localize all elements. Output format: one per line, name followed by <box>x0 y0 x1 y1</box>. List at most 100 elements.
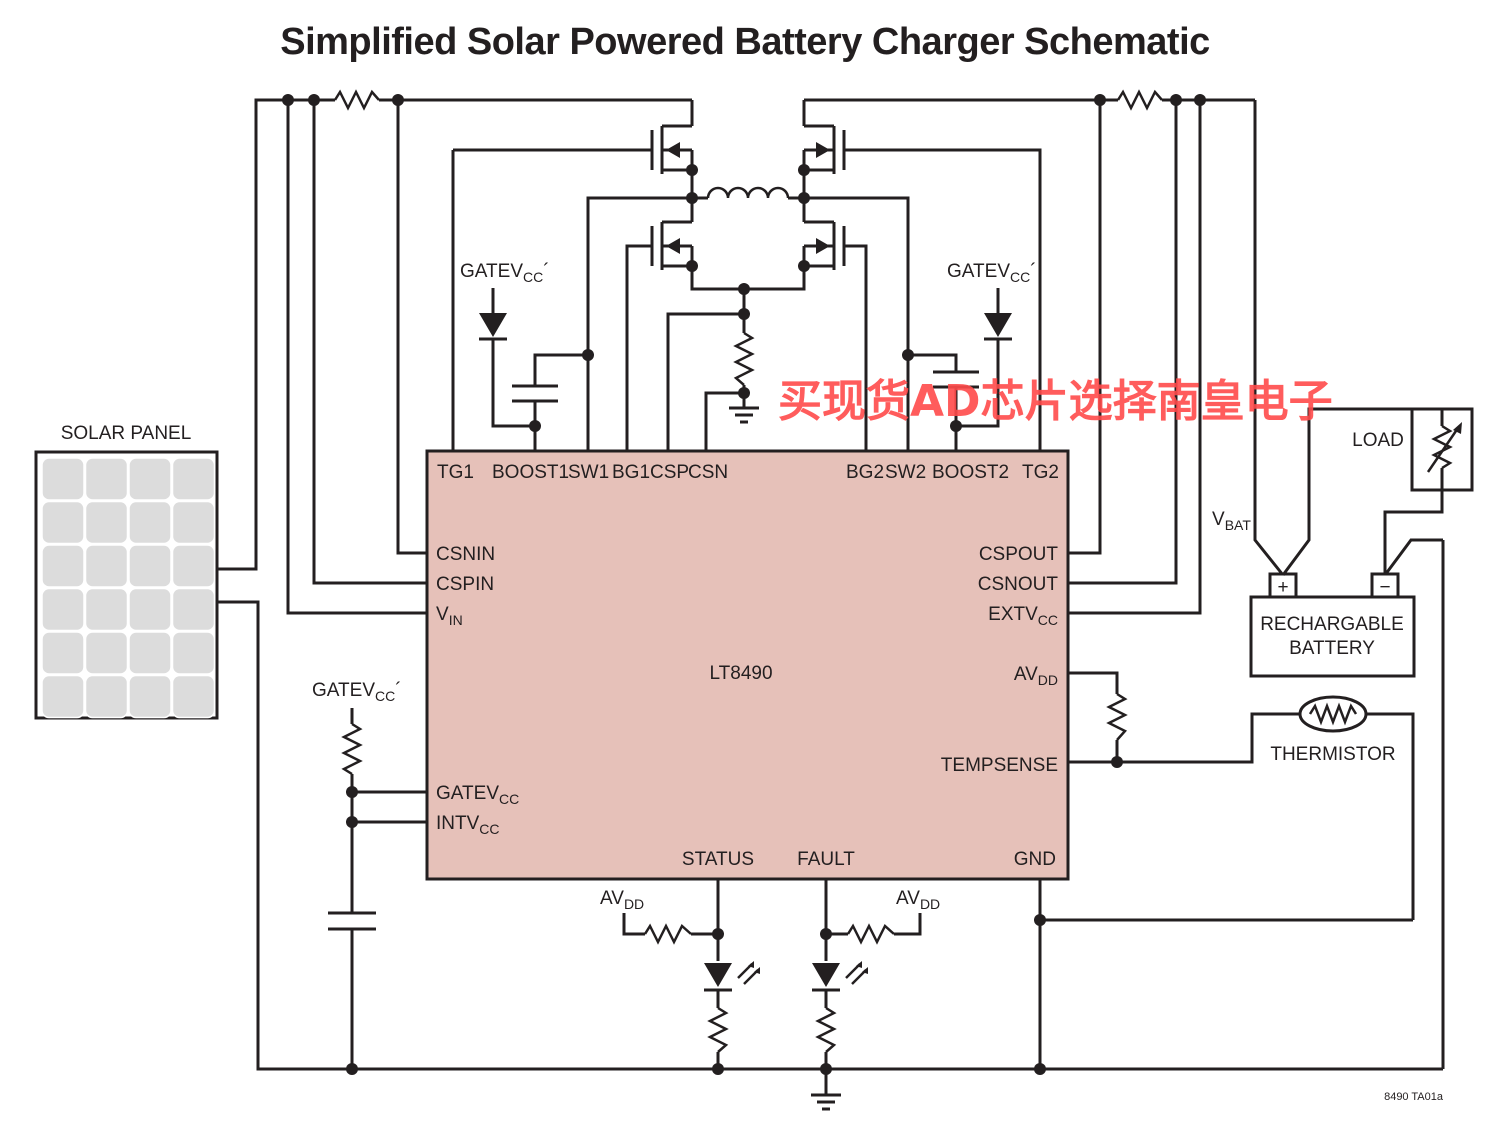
pin-fault: FAULT <box>797 849 855 870</box>
intvcc-wires <box>350 774 427 1069</box>
thermistor-icon <box>1298 695 1368 733</box>
capacitor-icon <box>512 353 588 451</box>
junction-dot <box>820 928 832 940</box>
gatevcc-prime-label: GATEVCC´ <box>312 680 402 704</box>
csp-csn-wires <box>666 312 744 451</box>
input-wires <box>286 98 694 615</box>
watermark-text: 买现货AD芯片选择南皇电子 <box>778 376 1333 427</box>
load-wires <box>1281 407 1444 576</box>
resistor-icon <box>815 1006 837 1053</box>
avdd-label: AVDD <box>896 888 940 912</box>
capacitor-icon <box>908 353 979 451</box>
junction-dot <box>798 260 810 272</box>
resistor-icon <box>1106 692 1128 741</box>
pin-status: STATUS <box>682 849 754 870</box>
capacitor-icon <box>328 911 376 931</box>
junction-dot <box>738 308 750 320</box>
mosfet-icon <box>625 220 694 451</box>
resistor-icon <box>341 708 363 776</box>
junction-dot <box>282 94 294 106</box>
chip-name: LT8490 <box>709 663 772 684</box>
battery-plus: + <box>1277 577 1288 598</box>
inductor-icon <box>706 186 790 199</box>
diode-icon <box>956 288 1012 428</box>
solar-panel-icon <box>34 450 219 720</box>
ground-icon <box>729 401 759 424</box>
solar-cells <box>41 457 216 719</box>
solar-cell <box>84 544 129 588</box>
solar-cell <box>84 500 129 545</box>
junction-dot <box>738 283 750 295</box>
mosfet-icon <box>802 220 868 451</box>
panel-negative-wire <box>217 600 352 1071</box>
pin-cspin: CSPIN <box>436 574 494 595</box>
pin-bg2: BG2 <box>846 462 884 483</box>
solar-cell <box>171 544 216 588</box>
pin-gatevcc: GATEVCC <box>436 783 519 807</box>
pin-csp: CSP <box>650 462 689 483</box>
solar-cell <box>128 674 172 719</box>
resistor-icon <box>846 923 895 945</box>
load-label: LOAD <box>1352 430 1404 451</box>
solar-cell <box>171 457 216 501</box>
junction-dot <box>798 164 810 176</box>
junction-dot <box>346 1063 358 1075</box>
junction-dot <box>686 260 698 272</box>
pin-csn: CSN <box>688 462 728 483</box>
ground-rail <box>352 538 1445 1071</box>
figure-id: 8490 TA01a <box>1384 1091 1444 1103</box>
junction-dot <box>798 192 810 204</box>
solar-cell <box>41 587 85 632</box>
diode-icon <box>479 288 535 428</box>
junction-dot <box>1034 1063 1046 1075</box>
junction-dot <box>392 94 404 106</box>
solar-cell <box>128 500 172 545</box>
junction-dot <box>582 349 594 361</box>
pin-bg1: BG1 <box>612 462 650 483</box>
diagram-title: Simplified Solar Powered Battery Charger… <box>280 21 1210 63</box>
pin-sw1: SW1 <box>568 462 609 483</box>
junction-dot <box>686 164 698 176</box>
junction-dot <box>1034 914 1046 926</box>
solar-cell <box>128 587 172 632</box>
pin-tg1: TG1 <box>437 462 474 483</box>
solar-cell <box>128 457 172 501</box>
solar-cell <box>41 457 85 501</box>
battery-label-line2: BATTERY <box>1289 638 1375 659</box>
resistor-icon <box>733 331 755 386</box>
solar-cell <box>128 544 172 588</box>
junction-dot <box>1194 94 1206 106</box>
resistor-icon <box>707 1006 729 1053</box>
battery-minus: − <box>1379 577 1390 598</box>
pin-csnin: CSNIN <box>436 544 495 565</box>
junction-dot <box>346 786 358 798</box>
led-icon <box>704 961 760 992</box>
variable-resistor-icon <box>1410 407 1474 492</box>
solar-cell <box>41 544 85 588</box>
pin-tg2: TG2 <box>1022 462 1059 483</box>
junction-dot <box>902 349 914 361</box>
pin-boost2: BOOST2 <box>932 462 1009 483</box>
junction-dot <box>346 816 358 828</box>
junction-dot <box>308 94 320 106</box>
status-led-wires <box>622 879 720 1069</box>
junction-dot <box>738 387 750 399</box>
junction-dot <box>1111 756 1123 768</box>
solar-cell <box>41 631 85 675</box>
tempsense-wires <box>1068 671 1300 764</box>
junction-dot <box>686 192 698 204</box>
solar-cell <box>41 674 85 719</box>
avdd-label: AVDD <box>600 888 644 912</box>
solar-panel-label: SOLAR PANEL <box>61 423 192 444</box>
solar-cell <box>84 587 129 632</box>
gatevcc-prime-label: GATEVCC´ <box>947 261 1037 285</box>
resistor-icon <box>643 923 692 945</box>
pin-boost1: BOOST1 <box>492 462 569 483</box>
solar-cell <box>171 587 216 632</box>
pin-sw2: SW2 <box>885 462 926 483</box>
led-icon <box>812 961 868 992</box>
gatevcc-prime-label: GATEVCC´ <box>460 261 550 285</box>
pin-cspout: CSPOUT <box>979 544 1059 565</box>
pin-avdd: AVDD <box>1014 664 1058 688</box>
